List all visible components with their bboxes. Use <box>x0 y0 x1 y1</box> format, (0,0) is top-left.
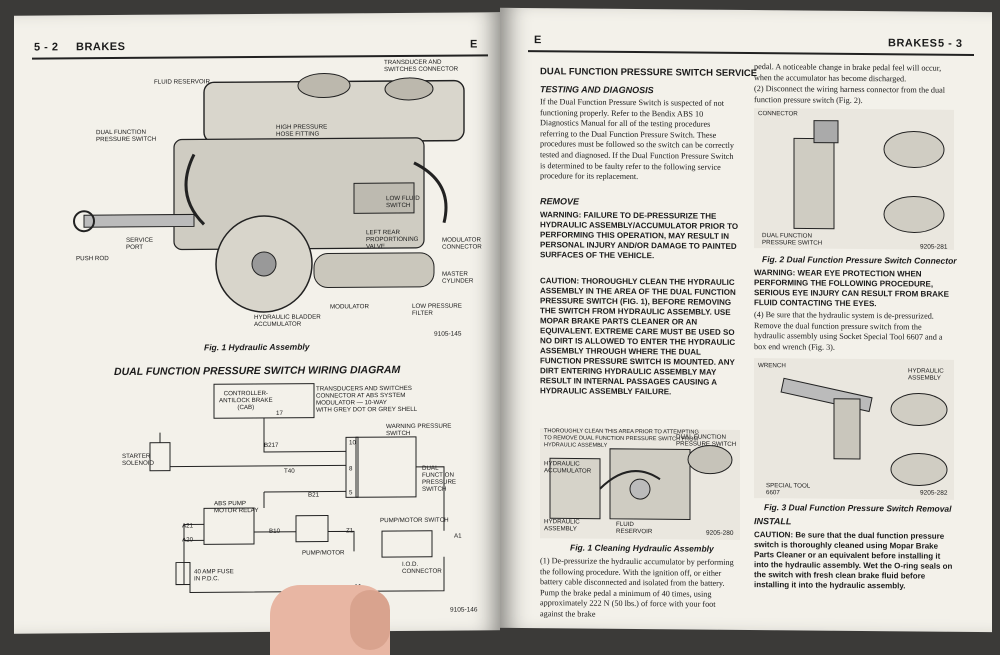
fig3-removal-drawing <box>780 377 948 487</box>
label-bladder: HYDRAULIC BLADDER ACCUMULATOR <box>254 313 321 329</box>
wiring-dual-switch: DUAL FUNCTION PRESSURE SWITCH <box>422 464 457 493</box>
section-letter: E <box>534 34 542 47</box>
step-2: (2) Disconnect the wiring harness connec… <box>754 84 945 105</box>
fig2-caption: Fig. 2 Dual Function Pressure Switch Con… <box>762 254 957 266</box>
wiring-diagram-title: DUAL FUNCTION PRESSURE SWITCH WIRING DIA… <box>114 364 401 378</box>
label-low-pressure: LOW PRESSURE FILTER <box>412 302 462 317</box>
hydraulic-assembly-figure <box>54 62 494 345</box>
fig3-label-hydraulic-assembly: HYDRAULIC ASSEMBLY <box>908 367 944 382</box>
wiring-pin10: 10 <box>349 439 356 447</box>
wiring-b217: B217 <box>264 441 279 449</box>
caution-2: CAUTION: Be sure that the dual function … <box>754 530 953 591</box>
clean-label-dual-fn: DUAL FUNCTION PRESSURE SWITCH <box>676 433 737 448</box>
wiring-iod: I.O.D. CONNECTOR <box>402 560 442 575</box>
fig1-caption: Fig. 1 Hydraulic Assembly <box>204 341 310 353</box>
hand-finger <box>350 590 390 650</box>
fig3-caption: Fig. 3 Dual Function Pressure Switch Rem… <box>764 502 952 514</box>
fig3-label-special-tool: SPECIAL TOOL 6607 <box>766 482 811 497</box>
label-low-fluid: LOW FLUID SWITCH <box>386 194 420 210</box>
label-push-rod: PUSH ROD <box>76 255 109 263</box>
label-modulator: MODULATOR <box>330 303 369 311</box>
wiring-diagram-drawing <box>149 383 445 593</box>
testing-text: If the Dual Function Pressure Switch is … <box>540 97 734 182</box>
wiring-diagram <box>64 380 484 613</box>
section-letter: E <box>470 38 478 51</box>
label-service-port: SERVICE PORT <box>126 236 154 251</box>
label-hp-hose: HIGH PRESSURE HOSE FITTING <box>276 123 328 138</box>
wiring-transducers: TRANSDUCERS AND SWITCHES CONNECTOR AT AB… <box>316 384 418 414</box>
warning-1: WARNING: FAILURE TO DE-PRESSURIZE THE HY… <box>540 210 739 261</box>
fig2-number: 9105-146 <box>450 606 478 614</box>
wiring-b10: B10 <box>269 527 281 535</box>
wiring-pump-switch: PUMP/MOTOR SWITCH <box>380 516 449 525</box>
clean-label-fluid-reservoir: FLUID RESERVOIR <box>616 520 653 536</box>
wiring-t40: T40 <box>284 467 295 475</box>
header-rule <box>528 50 974 56</box>
label-dual-function-switch: DUAL FUNCTION PRESSURE SWITCH <box>96 128 157 144</box>
fig2-label-connector: CONNECTOR <box>758 110 798 118</box>
right-page: E BRAKES 5 - 3 DUAL FUNCTION PRESSURE SW… <box>500 7 992 633</box>
wiring-pin17: 17 <box>276 409 283 417</box>
step-4: (4) Be sure that the hydraulic system is… <box>754 310 943 352</box>
wiring-b21: B21 <box>308 491 320 499</box>
remove-heading: REMOVE <box>540 196 580 207</box>
wiring-a21: A21 <box>182 522 194 530</box>
clean-label-accumulator: HYDRAULIC ACCUMULATOR <box>544 460 592 475</box>
fig1-number: 9105-145 <box>434 330 462 338</box>
section-title: DUAL FUNCTION PRESSURE SWITCH SERVICE <box>540 66 758 80</box>
wiring-z1: Z1 <box>346 527 354 535</box>
col2-continued: pedal. A noticeable change in brake peda… <box>754 62 942 83</box>
wiring-pin8: 8 <box>349 465 353 473</box>
testing-heading: TESTING AND DIAGNOSIS <box>540 84 654 96</box>
wiring-warning-switch: WARNING PRESSURE SWITCH <box>386 422 452 438</box>
wiring-pin5: 5 <box>349 489 353 497</box>
fig2-connector-drawing <box>793 120 945 233</box>
label-fluid-reservoir: FLUID RESERVOIR <box>154 78 210 86</box>
clean-hydraulic-drawing <box>549 445 733 521</box>
wiring-controller: CONTROLLER- ANTILOCK BRAKE (CAB) <box>219 389 273 412</box>
page-number: 5 - 3 <box>938 37 963 50</box>
install-heading: INSTALL <box>754 516 792 527</box>
wiring-pump-motor: PUMP/MOTOR <box>302 549 345 557</box>
hydraulic-assembly-drawing <box>73 73 465 313</box>
fig2-label-dual-fn: DUAL FUNCTION PRESSURE SWITCH <box>762 232 823 247</box>
caution-1: CAUTION: THOROUGHLY CLEAN THE HYDRAULIC … <box>540 276 736 397</box>
section-header: BRAKES <box>76 40 126 54</box>
fig3-label-wrench: WRENCH <box>758 362 786 370</box>
section-header: BRAKES <box>888 37 938 50</box>
fig3-removal-figure <box>754 358 954 500</box>
wiring-starter: STARTER SOLENOID <box>122 452 154 467</box>
clean-hydraulic-figure <box>540 428 740 540</box>
label-modulator-connector: MODULATOR CONNECTOR <box>442 236 482 251</box>
clean-fig-number: 9205-280 <box>706 529 734 537</box>
label-master-cylinder: MASTER CYLINDER <box>442 270 474 285</box>
wiring-a1: A1 <box>454 532 462 540</box>
step-1: (1) De-pressurize the hydraulic accumula… <box>540 556 734 619</box>
wiring-fuse: 40 AMP FUSE IN P.D.C. <box>194 568 234 583</box>
fig2-connector-figure <box>754 108 954 250</box>
left-page: 5 - 2 BRAKES E FLUID RESERVOIR TRANSDUCE… <box>14 12 500 634</box>
fig3-fig-number: 9205-282 <box>920 489 948 497</box>
warning-2: WARNING: WEAR EYE PROTECTION WHEN PERFOR… <box>754 268 949 309</box>
page-number: 5 - 2 <box>34 41 59 54</box>
label-transducer: TRANSDUCER AND SWITCHES CONNECTOR <box>384 58 459 74</box>
label-left-rear: LEFT REAR PROPORTIONING VALVE <box>366 229 419 251</box>
clean-fig-caption: Fig. 1 Cleaning Hydraulic Assembly <box>570 542 714 554</box>
clean-label-hydraulic-assembly: HYDRAULIC ASSEMBLY <box>544 518 580 533</box>
wiring-a20: A20 <box>182 536 194 544</box>
wiring-abs-relay: ABS PUMP MOTOR RELAY <box>214 500 259 515</box>
fig2-fig-number: 9205-281 <box>920 243 948 251</box>
